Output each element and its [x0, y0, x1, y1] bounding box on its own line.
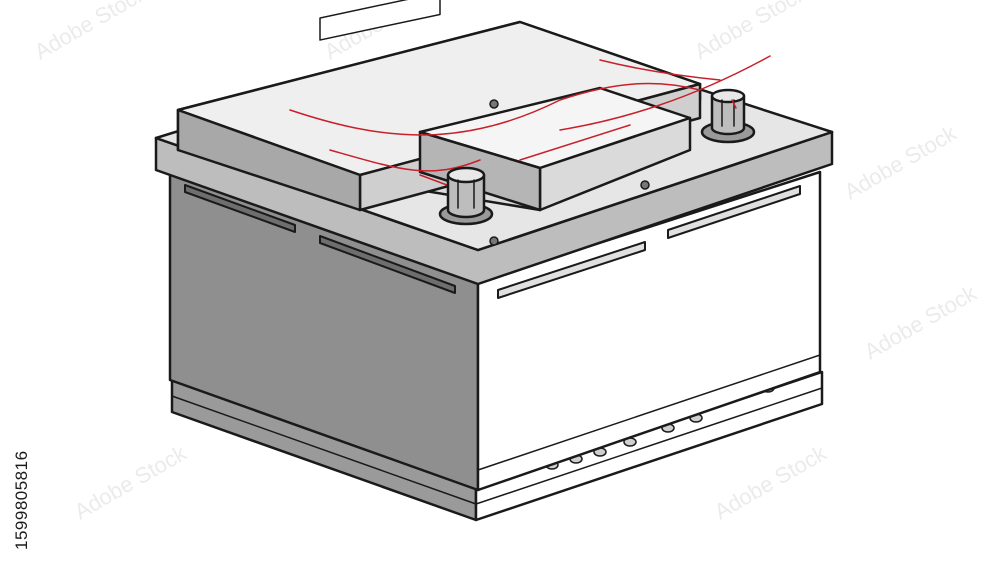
- red-wires: [289, 55, 771, 189]
- stock-id-text: 1599805816: [12, 450, 31, 550]
- watermark-text: Adobe Stock: [30, 0, 151, 64]
- watermark-text: Adobe Stock: [70, 440, 191, 525]
- watermark-text: Adobe Stock: [840, 120, 961, 205]
- terminal-right: [700, 88, 756, 144]
- battery-front-face: [476, 170, 822, 492]
- top-vents: [489, 99, 650, 246]
- battery: [154, 0, 834, 522]
- battery-slots: [184, 184, 801, 299]
- battery-lid: [176, 0, 702, 212]
- terminal-left: [438, 166, 494, 226]
- watermark-text: Adobe Stock: [710, 440, 831, 525]
- watermark-text: Adobe Stock: [860, 280, 981, 365]
- watermark-text: Adobe Stock: [690, 0, 811, 64]
